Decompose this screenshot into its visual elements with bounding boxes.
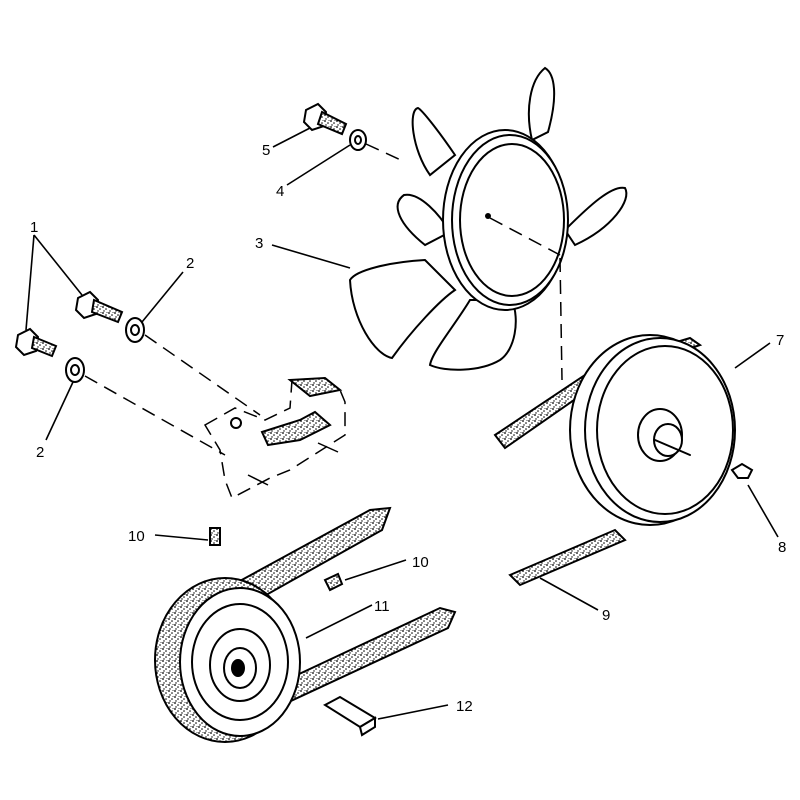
pulley-11 xyxy=(154,577,301,743)
callout-8: 8 xyxy=(778,539,786,556)
washer-2-upper xyxy=(125,317,145,343)
pulley-7 xyxy=(569,334,736,526)
washer-2-lower xyxy=(65,357,85,383)
callout-3: 3 xyxy=(255,235,263,252)
callout-10-side: 10 xyxy=(412,554,429,571)
key-12 xyxy=(323,695,377,737)
key-8 xyxy=(730,462,754,479)
washer-4 xyxy=(349,129,367,151)
setscrew-10-side xyxy=(323,572,344,592)
bolt-5 xyxy=(302,102,348,136)
callout-2-lower: 2 xyxy=(36,444,44,461)
callout-7: 7 xyxy=(776,332,784,349)
callout-5: 5 xyxy=(262,142,270,159)
leader-lines xyxy=(25,127,779,720)
callout-1: 1 xyxy=(30,219,38,236)
setscrew-10-top xyxy=(209,527,221,546)
cooling-fan xyxy=(348,66,628,371)
callout-4: 4 xyxy=(276,183,284,200)
callout-11: 11 xyxy=(374,598,390,615)
bolt-1-lower xyxy=(14,327,58,358)
callout-2-upper: 2 xyxy=(186,255,194,272)
callout-12: 12 xyxy=(456,698,473,715)
callout-10-top: 10 xyxy=(128,528,145,545)
callout-9: 9 xyxy=(602,607,610,624)
bolt-1-upper xyxy=(74,290,124,324)
bracket xyxy=(203,376,346,500)
